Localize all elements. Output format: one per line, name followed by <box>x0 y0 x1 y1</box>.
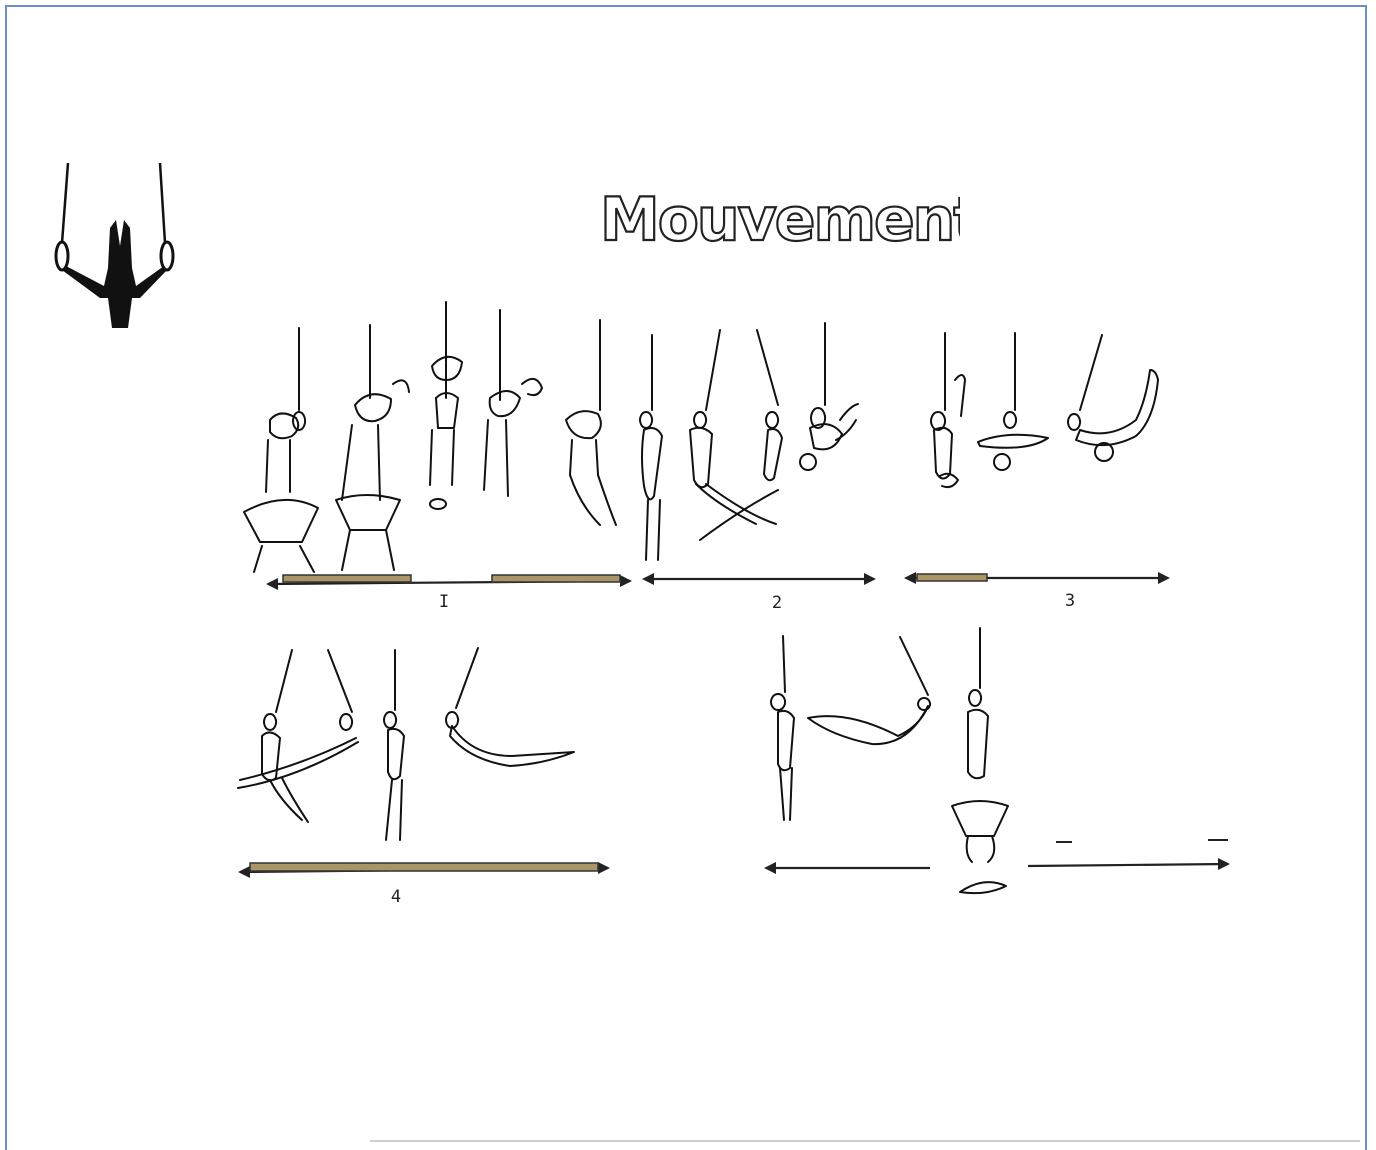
segment-4-arrow: 4 <box>238 862 610 907</box>
segment-4-bar <box>250 863 598 871</box>
gymnast-sequence-1 <box>244 302 662 572</box>
segment-1-label: I <box>439 592 449 612</box>
segment-5-arrow <box>764 840 1230 874</box>
segment-2-arrow: 2 <box>642 573 876 613</box>
segment-1-bar-b <box>492 575 620 582</box>
segment-4-label: 4 <box>391 887 401 907</box>
bottom-divider <box>370 1140 1360 1142</box>
segment-3-arrow: 3 <box>904 572 1170 611</box>
gymnast-sequence-3 <box>931 333 1158 487</box>
gymnast-sequence-4 <box>238 648 574 840</box>
segment-1-bar-a <box>283 575 411 582</box>
segment-2-label: 2 <box>772 593 782 613</box>
gymnast-sequence-2 <box>690 323 858 540</box>
segment-3-label: 3 <box>1065 591 1075 611</box>
segment-3-bar <box>917 574 987 581</box>
gymnast-sequence-5 <box>771 628 1008 893</box>
segment-1-arrow: I <box>266 575 632 612</box>
